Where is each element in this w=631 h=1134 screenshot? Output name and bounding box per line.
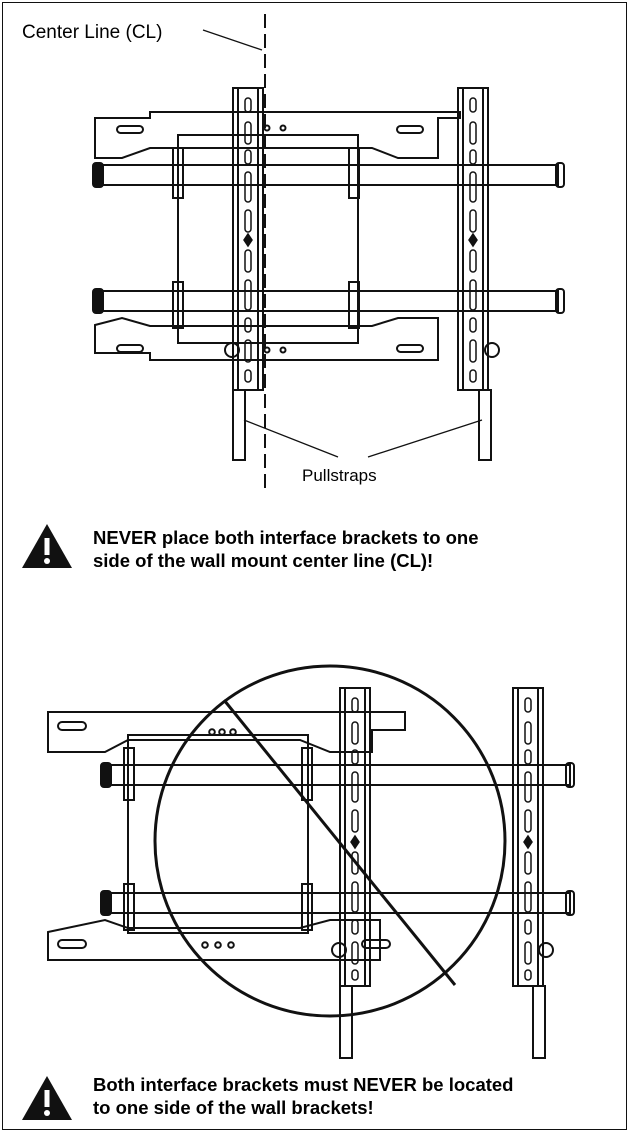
pullstraps-label: Pullstraps: [302, 466, 377, 485]
upper-rail: [99, 164, 559, 186]
top-wall-plate-2: [47, 711, 406, 753]
pullstrap-leader-left: [243, 419, 339, 458]
warning-1-line2: side of the wall mount center line (CL)!: [93, 550, 434, 571]
bracket-b-slots: [523, 697, 533, 981]
right-pullstrap: [478, 389, 492, 461]
bracket-a-slots: [350, 697, 360, 981]
top-wall-plate: [94, 111, 461, 159]
cl-leader-line: [202, 29, 263, 51]
interface-bracket-b: [512, 687, 544, 987]
warning-triangle-icon: [22, 1076, 72, 1120]
prohibition-slash: [222, 699, 457, 986]
bottom-wall-plate-2: [47, 918, 381, 961]
pullstrap-leader-right: [367, 419, 483, 458]
warning-1-line1: NEVER place both interface brackets to o…: [93, 527, 479, 548]
warning-2-line1: Both interface brackets must NEVER be lo…: [93, 1074, 514, 1095]
left-interface-bracket: [232, 87, 264, 391]
warning-1-text: NEVER place both interface brackets to o…: [93, 526, 479, 572]
left-pullstrap: [232, 389, 246, 461]
interface-bracket-a: [339, 687, 371, 987]
bottom-wall-plate: [94, 316, 439, 361]
lower-rail: [99, 290, 559, 312]
warning-triangle-icon: [22, 524, 72, 568]
center-line-label: Center Line (CL): [22, 22, 163, 43]
prohibition-circle: [153, 664, 507, 1018]
warning-2-line2: to one side of the wall brackets!: [93, 1097, 374, 1118]
left-bracket-slots: [243, 97, 253, 383]
warning-2-text: Both interface brackets must NEVER be lo…: [93, 1073, 513, 1119]
incorrect-mount-diagram: [47, 664, 575, 1059]
right-bracket-slots: [468, 97, 478, 383]
right-interface-bracket: [457, 87, 489, 391]
correct-mount-diagram: [92, 14, 565, 488]
